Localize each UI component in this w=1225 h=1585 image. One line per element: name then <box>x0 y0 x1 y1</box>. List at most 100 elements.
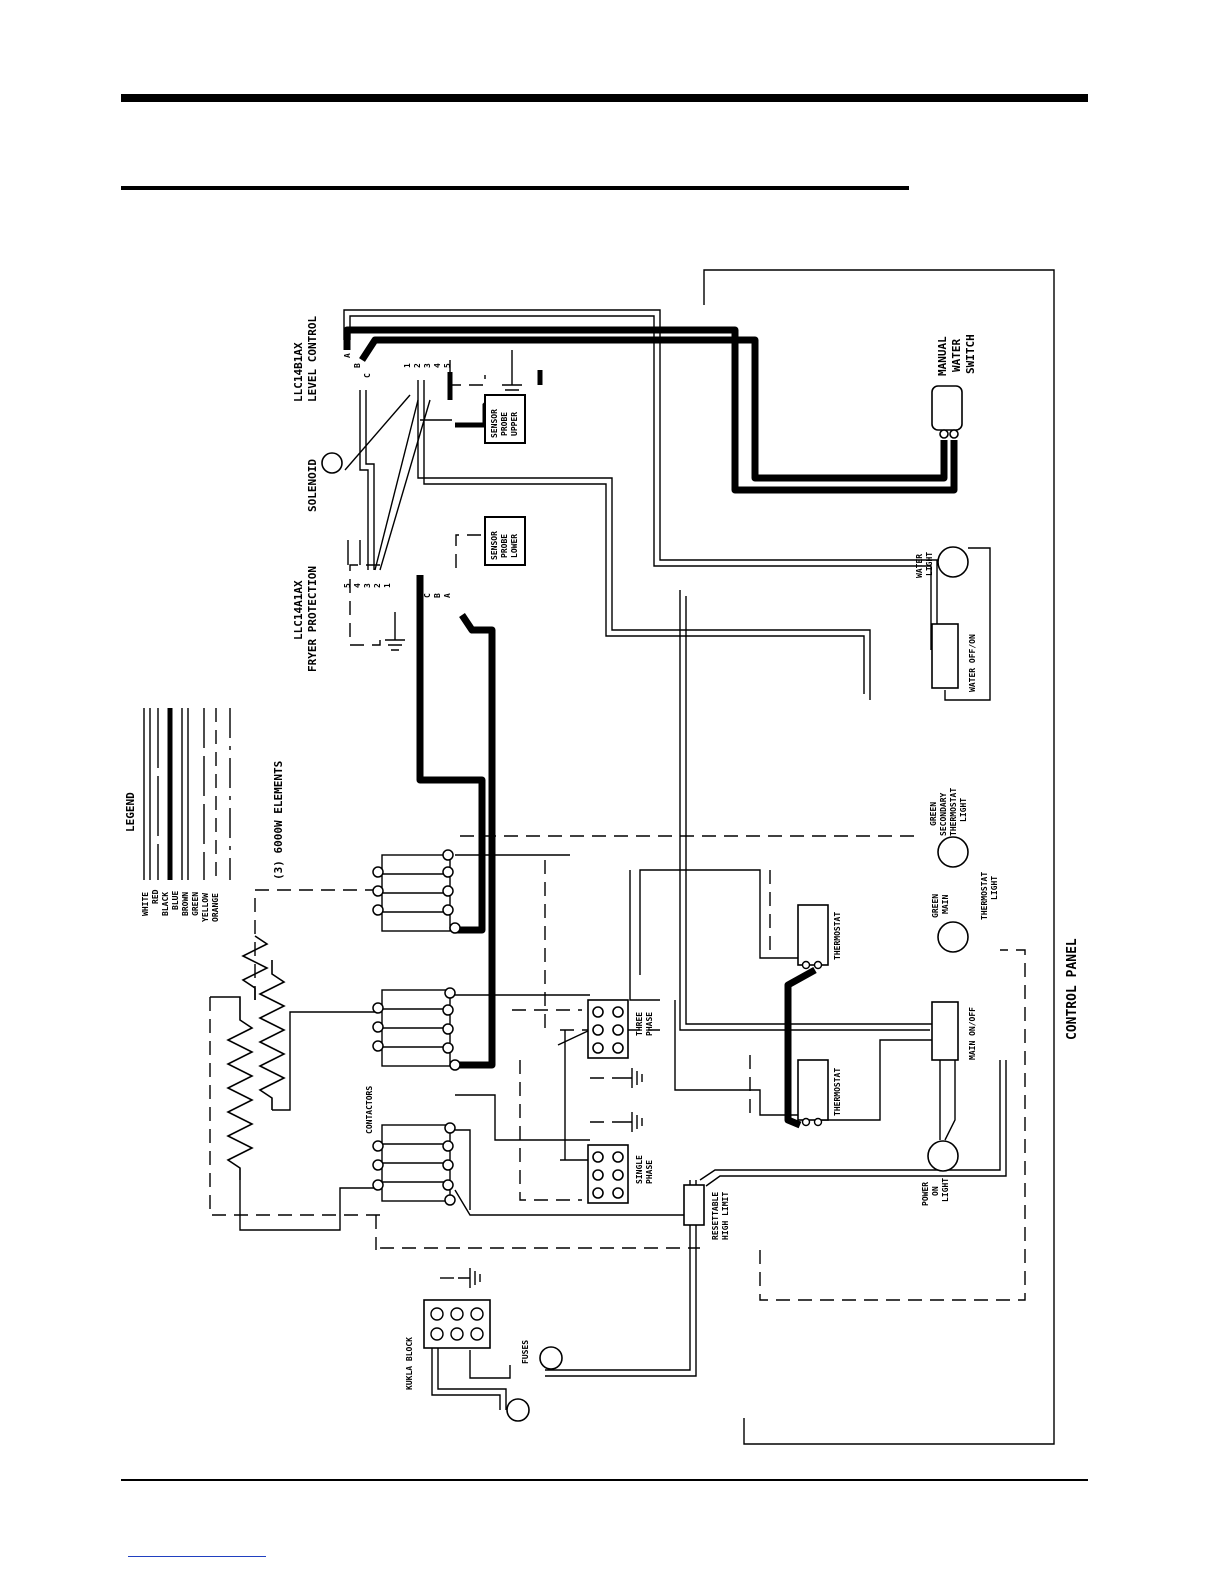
terminal <box>442 1004 454 1016</box>
terminal <box>372 1040 384 1052</box>
black-wire <box>455 613 496 1069</box>
fryer-protection-model: LLC14A1AX <box>292 580 305 640</box>
white-wire <box>431 1345 501 1410</box>
thin-wire <box>239 1180 380 1231</box>
terminal-label: 4 <box>433 363 442 368</box>
green-main-label-2: MAIN <box>941 895 950 914</box>
white-wire <box>469 1350 511 1379</box>
water-light-label-2: LIGHT <box>925 552 934 576</box>
elements-label: (3) 6000W ELEMENTS <box>272 761 285 880</box>
legend-entry: GREEN <box>191 892 200 916</box>
terminal <box>372 1002 384 1014</box>
green-secondary-label-3: THERMOSTAT <box>949 788 958 836</box>
header-rule-thick <box>121 94 1088 102</box>
terminal-label: 3 <box>363 583 372 588</box>
dashed-wire <box>449 360 486 386</box>
terminal-label: 5 <box>343 583 352 588</box>
legend-entry: WHITE <box>141 892 150 916</box>
heating-element <box>210 996 254 1180</box>
sensor-probe-upper-box <box>484 394 526 444</box>
sensor-probe-lower-box <box>484 516 526 566</box>
thin-wire <box>454 1189 690 1216</box>
legend-entry: RED <box>151 889 160 904</box>
thin-wire <box>455 1129 471 1210</box>
terminal-label: 2 <box>373 583 382 588</box>
dashed-wire <box>349 564 381 646</box>
green-secondary-label-1: GREEN <box>929 802 938 826</box>
terminal <box>372 1021 384 1033</box>
terminal-label: C <box>363 373 372 378</box>
white-wire <box>685 596 936 1025</box>
sensor-lower-label-1: SENSOR <box>490 531 499 560</box>
thin-wire <box>629 870 660 1001</box>
power-on-label-2: ON <box>931 1186 940 1196</box>
white-wire <box>944 547 991 701</box>
footer-rule <box>121 1479 1088 1481</box>
terminal <box>444 987 456 999</box>
manual-water-switch-icon <box>931 385 963 431</box>
green-secondary-light-icon <box>937 836 969 868</box>
sensor-upper-label-2: PROBE <box>500 412 509 436</box>
control-panel-label: CONTROL PANEL <box>1065 938 1080 1040</box>
main-on-off-label: MAIN ON/OFF <box>968 1007 977 1060</box>
footer-link-underline <box>128 1556 266 1557</box>
ground-symbol <box>615 1068 643 1088</box>
single-phase-label-2: PHASE <box>645 1160 654 1184</box>
thin-wire <box>344 394 411 471</box>
control-panel-outline <box>703 269 1055 1445</box>
green-main-light-icon <box>937 921 969 953</box>
fryer-protection-label: FRYER PROTECTION <box>306 566 319 672</box>
level-control-label: LEVEL CONTROL <box>306 316 319 402</box>
terminal-label: C <box>423 593 432 598</box>
kukla-block <box>423 1299 491 1349</box>
manual-water-switch-label-1: MANUAL <box>936 336 949 376</box>
ground-symbol <box>502 350 522 396</box>
three-phase-label-2: PHASE <box>645 1012 654 1036</box>
terminal <box>372 904 384 916</box>
single-phase-label-1: SINGLE <box>635 1155 644 1184</box>
header-rule-thin <box>121 186 909 190</box>
white-wire <box>545 1180 691 1371</box>
power-on-label-3: LIGHT <box>941 1178 950 1202</box>
fuse-icon <box>539 1346 563 1370</box>
solenoid-icon <box>321 452 343 474</box>
ground-symbol <box>385 612 405 651</box>
terminal <box>442 849 454 861</box>
terminal-label: B <box>433 593 442 598</box>
white-wire <box>423 380 865 694</box>
resettable-label-2: HIGH LIMIT <box>721 1192 730 1240</box>
terminal <box>442 904 454 916</box>
terminal <box>444 1194 456 1206</box>
water-off-on-switch <box>931 623 959 689</box>
white-wire <box>944 1060 956 1141</box>
terminal <box>442 1042 454 1054</box>
dashed-wire <box>254 889 380 1000</box>
legend-entry: BLACK <box>161 892 170 916</box>
resettable-high-limit-box <box>683 1184 705 1226</box>
terminal-label: A <box>343 353 352 358</box>
white-wire <box>545 1180 697 1377</box>
white-wire <box>359 390 369 570</box>
three-phase-label-1: THREE <box>635 1012 644 1036</box>
sensor-lower-label-2: PROBE <box>500 534 509 558</box>
terminal <box>449 1059 461 1071</box>
white-wire <box>674 1000 800 1116</box>
thin-wire <box>272 1011 380 1111</box>
white-wire <box>349 315 932 650</box>
terminal-label: 1 <box>383 583 392 588</box>
water-light-label-1: WATER <box>915 554 924 578</box>
thermostat-upper-label: THERMOSTAT <box>833 912 842 960</box>
sensor-upper-label-1: SENSOR <box>490 409 499 438</box>
legend-white <box>143 708 151 880</box>
thermostat-upper-box <box>797 904 829 966</box>
thermostat-lower-box <box>797 1059 829 1121</box>
legend-entry: YELLOW <box>201 893 210 922</box>
terminal <box>442 1023 454 1035</box>
terminal <box>372 885 384 897</box>
terminal <box>372 1159 384 1171</box>
legend-entry: BROWN <box>181 892 190 916</box>
terminal <box>449 922 461 934</box>
sensor-upper-label-3: UPPER <box>510 412 519 436</box>
green-secondary-label-4: LIGHT <box>959 798 968 822</box>
legend-entry: BLUE <box>171 891 180 910</box>
